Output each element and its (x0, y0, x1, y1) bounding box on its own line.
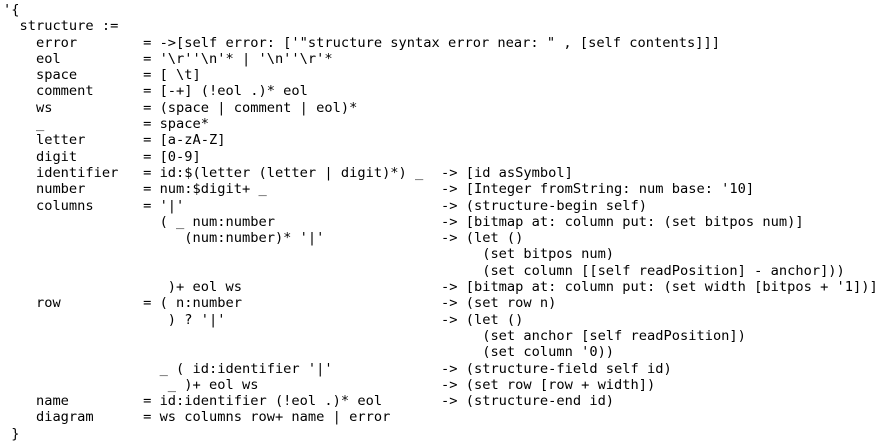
code-line: ) ? '|' -> (let () (3, 312, 883, 328)
code-line-action: -> (let () (441, 311, 524, 328)
code-line-action: (set anchor [self readPosition]) (441, 327, 746, 344)
code-line-left: structure := (3, 18, 119, 35)
code-line: row = ( n:number -> (set row n) (3, 295, 883, 311)
code-line-action: -> (structure-end id) (441, 393, 615, 410)
code-line: space = [ \t] (3, 67, 883, 83)
code-line-left: error = ->[self error: ['"structure synt… (3, 34, 720, 51)
code-line-action: -> (set row [row + width]) (441, 376, 656, 393)
code-line-left: ) ? '|' (3, 311, 226, 328)
code-line: letter = [a-zA-Z] (3, 132, 883, 148)
code-line-action: -> [Integer fromString: num base: '10] (441, 181, 755, 198)
code-line-left: columns = '|' (3, 197, 185, 214)
code-line-left: eol = '\r''\n'* | '\n''\r'* (3, 50, 333, 67)
code-line-action: -> (set row n) (441, 295, 557, 312)
code-line-action: -> [bitmap at: column put: (set width [b… (441, 279, 878, 296)
code-line-left: _ ( id:identifier '|' (3, 360, 333, 377)
code-line: _ ( id:identifier '|' -> (structure-field… (3, 361, 883, 377)
code-line-action: -> (structure-field self id) (441, 360, 672, 377)
code-line-left: (num:number)* '|' (3, 230, 325, 247)
code-line-left: digit = [0-9] (3, 148, 201, 165)
code-line: (set column [[self readPosition] - ancho… (3, 263, 883, 279)
code-line-action: -> [bitmap at: column put: (set bitpos n… (441, 213, 804, 230)
code-line: (set anchor [self readPosition]) (3, 328, 883, 344)
code-line: ( _ num:number -> [bitmap at: column put:… (3, 214, 883, 230)
code-line: identifier = id:$(letter (letter | digit… (3, 165, 883, 181)
code-line-left: space = [ \t] (3, 67, 201, 84)
code-line: eol = '\r''\n'* | '\n''\r'* (3, 51, 883, 67)
code-line: number = num:$digit+ _ -> [Integer fromSt… (3, 181, 883, 197)
code-line: _ )+ eol ws -> (set row [row + width]) (3, 377, 883, 393)
code-line-left: name = id:identifier (!eol .)* eol (3, 393, 383, 410)
code-line: structure := (3, 18, 883, 34)
code-line: (set bitpos num) (3, 246, 883, 262)
code-line-left: ( _ num:number (3, 213, 275, 230)
code-line-left: letter = [a-zA-Z] (3, 132, 226, 149)
code-line-left: number = num:$digit+ _ (3, 181, 267, 198)
code-line: ws = (space | comment | eol)* (3, 100, 883, 116)
code-line-action: -> (let () (441, 230, 524, 247)
code-line: comment = [-+] (!eol .)* eol (3, 83, 883, 99)
code-line-action: (set bitpos num) (441, 246, 615, 263)
code-line-left: row = ( n:number (3, 295, 242, 312)
code-line: } (3, 426, 883, 442)
code-line: name = id:identifier (!eol .)* eol -> (st… (3, 393, 883, 409)
code-line: (set column '0)) (3, 344, 883, 360)
code-line-action: (set column '0)) (441, 344, 615, 361)
code-line: columns = '|' -> (structure-begin self) (3, 198, 883, 214)
code-line: '{ (3, 2, 883, 18)
code-line: error = ->[self error: ['"structure synt… (3, 35, 883, 51)
code-line-left: )+ eol ws (3, 279, 242, 296)
code-line-action: (set column [[self readPosition] - ancho… (441, 262, 845, 279)
code-line-left: _ = space* (3, 116, 210, 133)
code-line-left: comment = [-+] (!eol .)* eol (3, 83, 308, 100)
code-block: '{ structure := error = ->[self error: [… (3, 2, 883, 442)
code-line: digit = [0-9] (3, 149, 883, 165)
code-line: (num:number)* '|' -> (let () (3, 230, 883, 246)
code-line: _ = space* (3, 116, 883, 132)
code-line-action: -> [id asSymbol] (441, 164, 573, 181)
code-line: )+ eol ws -> [bitmap at: column put: (set… (3, 279, 883, 295)
code-line-action: -> (structure-begin self) (441, 197, 648, 214)
code-line-left: _ )+ eol ws (3, 376, 259, 393)
code-line-left: } (3, 425, 20, 442)
code-line-left: '{ (3, 2, 20, 18)
code-line-left: identifier = id:$(letter (letter | digit… (3, 164, 424, 181)
code-line-left: diagram = ws columns row+ name | error (3, 409, 391, 426)
code-line-left: ws = (space | comment | eol)* (3, 99, 358, 116)
code-line: diagram = ws columns row+ name | error (3, 409, 883, 425)
